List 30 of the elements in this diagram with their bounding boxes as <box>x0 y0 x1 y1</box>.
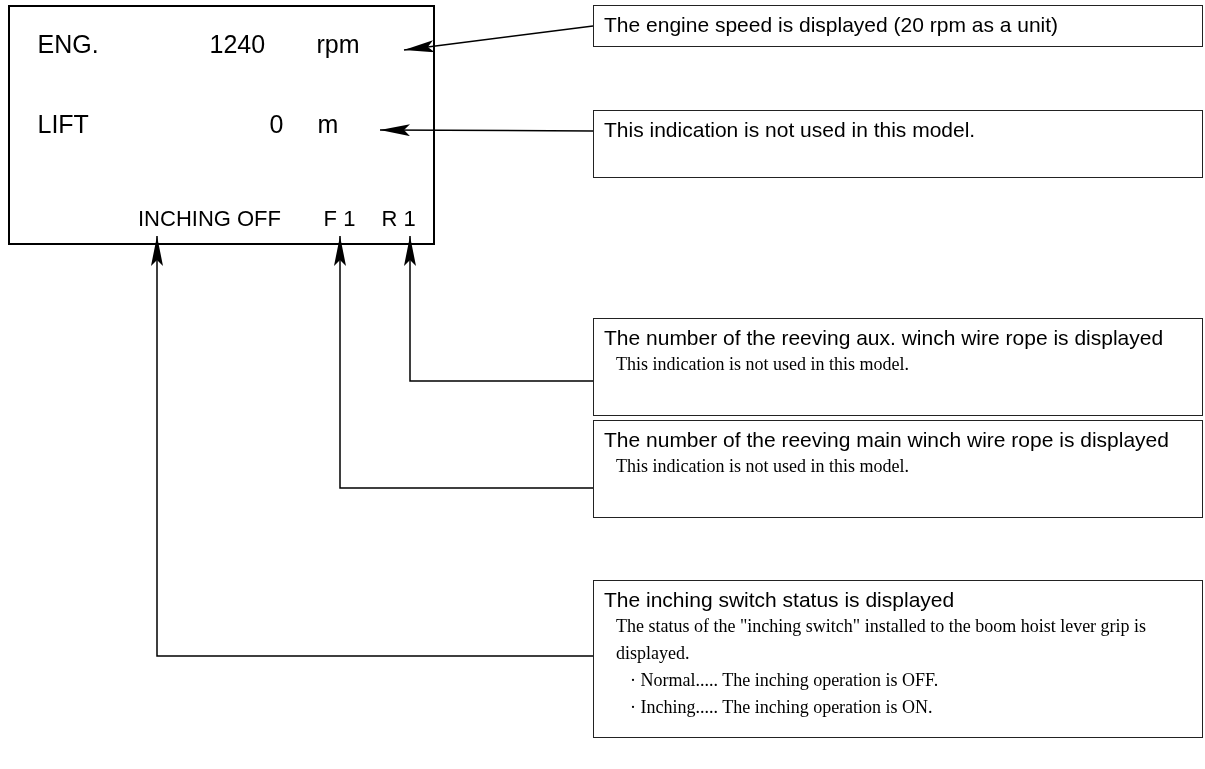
callout-note: This indication is not used in this model. <box>616 455 910 478</box>
status-indicator: INCHING OFF <box>111 201 308 236</box>
leader-arrow <box>334 235 594 489</box>
callout-box <box>593 580 1203 738</box>
status-indicator: F 1 <box>317 201 362 236</box>
readout-unit: m <box>317 109 339 139</box>
callout-heading: This indication is not used in this model. <box>604 117 977 143</box>
callout-box <box>593 420 1203 518</box>
bullet-item: · Normal..... The inching operation is OFF. <box>630 669 940 692</box>
leader-arrow <box>404 235 594 382</box>
callout-heading: The number of the reeving aux. winch wire rope is displayed <box>604 325 1165 351</box>
callout-box <box>593 5 1203 47</box>
display-screen <box>8 5 435 245</box>
callout-box <box>593 110 1203 178</box>
callout-heading: The inching switch status is displayed <box>604 587 956 613</box>
leader-arrow <box>379 124 594 137</box>
callout-heading: The engine speed is displayed (20 rpm as a unit) <box>604 12 1060 38</box>
readout-value: 1240 <box>209 29 266 59</box>
callout-heading: The number of the reeving main winch wire rope is displayed <box>604 427 1170 453</box>
callout-note: The status of the "inching switch" installed to the boom hoist lever grip is displayed. <box>616 615 1148 665</box>
readout-unit: rpm <box>316 29 360 59</box>
readout-label: LIFT <box>37 109 89 139</box>
callout-note: This indication is not used in this model. <box>616 353 910 376</box>
leader-arrow <box>151 235 594 657</box>
callout-box <box>593 318 1203 416</box>
leader-arrow <box>403 25 594 53</box>
bullet-item: · Inching..... The inching operation is ON. <box>630 696 934 719</box>
readout-value: 0 <box>269 109 284 139</box>
status-indicator: R 1 <box>377 201 420 236</box>
readout-label: ENG. <box>37 29 99 59</box>
